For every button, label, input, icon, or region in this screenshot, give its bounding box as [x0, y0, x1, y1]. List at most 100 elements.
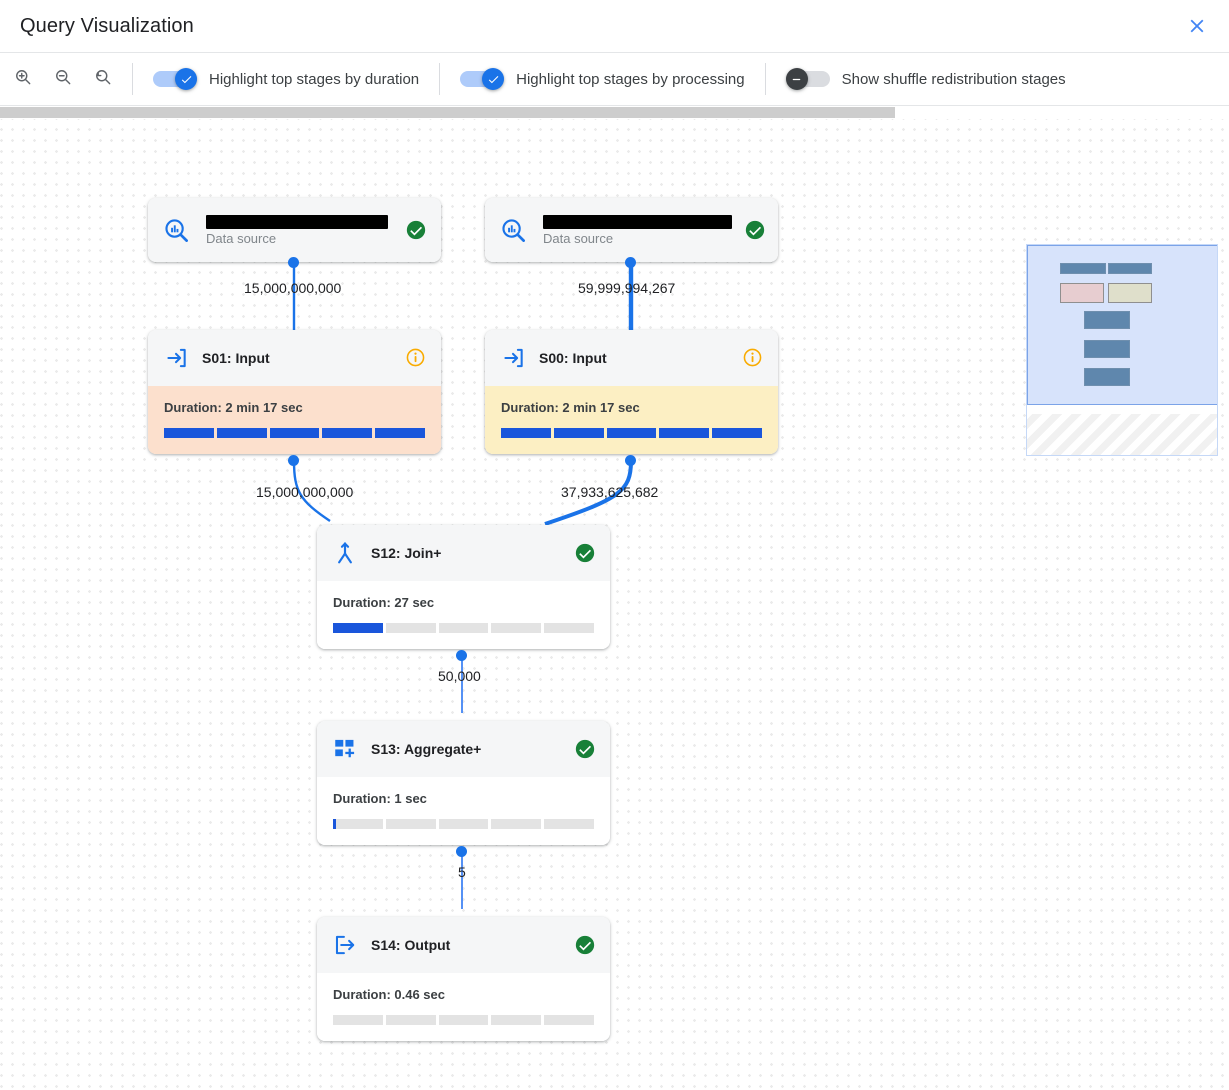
status-badge-success	[574, 934, 596, 956]
toggle-highlight-processing-group: Highlight top stages by processing	[440, 53, 764, 105]
zoom-out-button[interactable]	[50, 66, 76, 92]
status-badge-success	[744, 219, 766, 241]
edge-anchor-dot	[456, 650, 467, 661]
node-stage-s14-output[interactable]: S14: Output Duration: 0.46 sec	[317, 917, 610, 1041]
duration-label: Duration: 27 sec	[333, 595, 435, 610]
edge-label-s00-to-s12: 37,933,625,682	[561, 484, 659, 500]
progress-segment	[322, 428, 373, 438]
zoom-reset-icon	[93, 67, 113, 92]
duration-progress-bar	[333, 623, 594, 633]
join-icon	[331, 539, 359, 567]
toolbar-divider	[132, 63, 133, 95]
node-header: S00: Input	[485, 330, 778, 386]
zoom-controls	[10, 66, 132, 92]
duration-label: Duration: 0.46 sec	[333, 987, 445, 1002]
progress-segment	[385, 1015, 436, 1025]
toggle-knob	[482, 68, 505, 90]
edge-label-s13-to-s14: 5	[458, 864, 466, 880]
minimap-node	[1084, 368, 1130, 386]
graph-canvas[interactable]: 15,000,000,000 59,999,994,267 15,000,000…	[0, 106, 1229, 1090]
node-body: Duration: 0.46 sec	[317, 973, 610, 1041]
progress-segment	[375, 428, 425, 438]
progress-segment	[333, 623, 383, 633]
data-source-icon	[499, 216, 527, 244]
aggregate-icon	[331, 735, 359, 763]
toggle-show-shuffle-redistribution[interactable]	[785, 68, 830, 90]
progress-segment	[553, 428, 604, 438]
progress-segment	[438, 819, 489, 829]
toggle-highlight-duration[interactable]	[153, 68, 197, 90]
scrollbar-thumb[interactable]	[0, 107, 895, 118]
progress-segment	[491, 1015, 542, 1025]
progress-segment	[438, 623, 489, 633]
node-body: Duration: 27 sec	[317, 581, 610, 649]
duration-progress-bar	[501, 428, 762, 438]
minimap-node	[1084, 311, 1130, 329]
zoom-reset-button[interactable]	[90, 66, 116, 92]
node-stage-s01-input[interactable]: S01: Input Duration: 2 min 17 sec	[148, 330, 441, 454]
data-source-subtitle: Data source	[543, 230, 614, 246]
edge-label-s12-to-s13: 50,000	[438, 668, 481, 684]
dialog-titlebar: Query Visualization	[0, 0, 1229, 52]
toggle-highlight-processing-label: Highlight top stages by processing	[516, 70, 745, 88]
duration-progress-bar	[164, 428, 425, 438]
visualization-toolbar: Highlight top stages by duration Highlig…	[0, 52, 1229, 106]
close-button[interactable]	[1179, 8, 1215, 44]
node-stage-s13-aggregate[interactable]: S13: Aggregate+ Duration: 1 sec	[317, 721, 610, 845]
node-header: S13: Aggregate+	[317, 721, 610, 777]
toggle-highlight-processing[interactable]	[460, 68, 505, 90]
input-arrow-icon	[162, 344, 190, 372]
node-header: S14: Output	[317, 917, 610, 973]
toggle-highlight-duration-group: Highlight top stages by duration	[133, 53, 439, 105]
node-title: S00: Input	[539, 350, 607, 366]
node-body: Duration: 2 min 17 sec	[485, 386, 778, 454]
toggle-show-shuffle-group: Show shuffle redistribution stages	[766, 53, 1086, 105]
data-source-title-wrap: Data source	[539, 214, 732, 246]
data-source-subtitle: Data source	[206, 230, 277, 246]
edge-label-ds-left-to-s01: 15,000,000,000	[244, 280, 342, 296]
minimap-hatched-area	[1027, 413, 1217, 455]
progress-segment	[164, 428, 214, 438]
status-badge-info	[405, 347, 427, 369]
node-body: Duration: 2 min 17 sec	[148, 386, 441, 454]
node-title: S12: Join+	[371, 545, 442, 561]
edge-label-ds-right-to-s00: 59,999,994,267	[578, 280, 676, 296]
zoom-in-button[interactable]	[10, 66, 36, 92]
node-data-source-right[interactable]: Data source	[485, 198, 778, 262]
node-data-source-left[interactable]: Data source	[148, 198, 441, 262]
progress-segment	[544, 623, 594, 633]
close-icon	[1186, 15, 1208, 37]
progress-segment	[438, 1015, 489, 1025]
progress-segment	[544, 1015, 594, 1025]
progress-segment	[269, 428, 320, 438]
minimap-node	[1060, 263, 1106, 274]
progress-segment	[491, 819, 542, 829]
toggle-knob	[175, 68, 197, 90]
redacted-table-name	[206, 214, 388, 229]
progress-segment	[659, 428, 710, 438]
duration-label: Duration: 2 min 17 sec	[164, 400, 303, 415]
progress-segment	[712, 428, 762, 438]
toolbar-divider-2	[439, 63, 441, 95]
progress-segment	[385, 623, 436, 633]
node-header: Data source	[485, 198, 778, 262]
input-arrow-icon	[499, 344, 527, 372]
redacted-table-name	[543, 214, 732, 229]
node-title: S13: Aggregate+	[371, 741, 482, 757]
progress-segment	[216, 428, 267, 438]
node-header: S12: Join+	[317, 525, 610, 581]
duration-progress-bar	[333, 1015, 594, 1025]
edge-label-s01-to-s12: 15,000,000,000	[256, 484, 354, 500]
node-stage-s12-join[interactable]: S12: Join+ Duration: 27 sec	[317, 525, 610, 649]
horizontal-scrollbar[interactable]	[0, 106, 1229, 119]
node-body: Duration: 1 sec	[317, 777, 610, 845]
duration-label: Duration: 2 min 17 sec	[501, 400, 640, 415]
edge-anchor-dot	[625, 455, 636, 466]
toggle-highlight-duration-label: Highlight top stages by duration	[209, 70, 420, 88]
progress-segment	[544, 819, 594, 829]
data-source-title-wrap: Data source	[202, 214, 393, 246]
duration-progress-bar	[333, 819, 594, 829]
node-stage-s00-input[interactable]: S00: Input Duration: 2 min 17 sec	[485, 330, 778, 454]
status-badge-info	[742, 347, 764, 369]
minimap-overview[interactable]	[1026, 244, 1218, 456]
